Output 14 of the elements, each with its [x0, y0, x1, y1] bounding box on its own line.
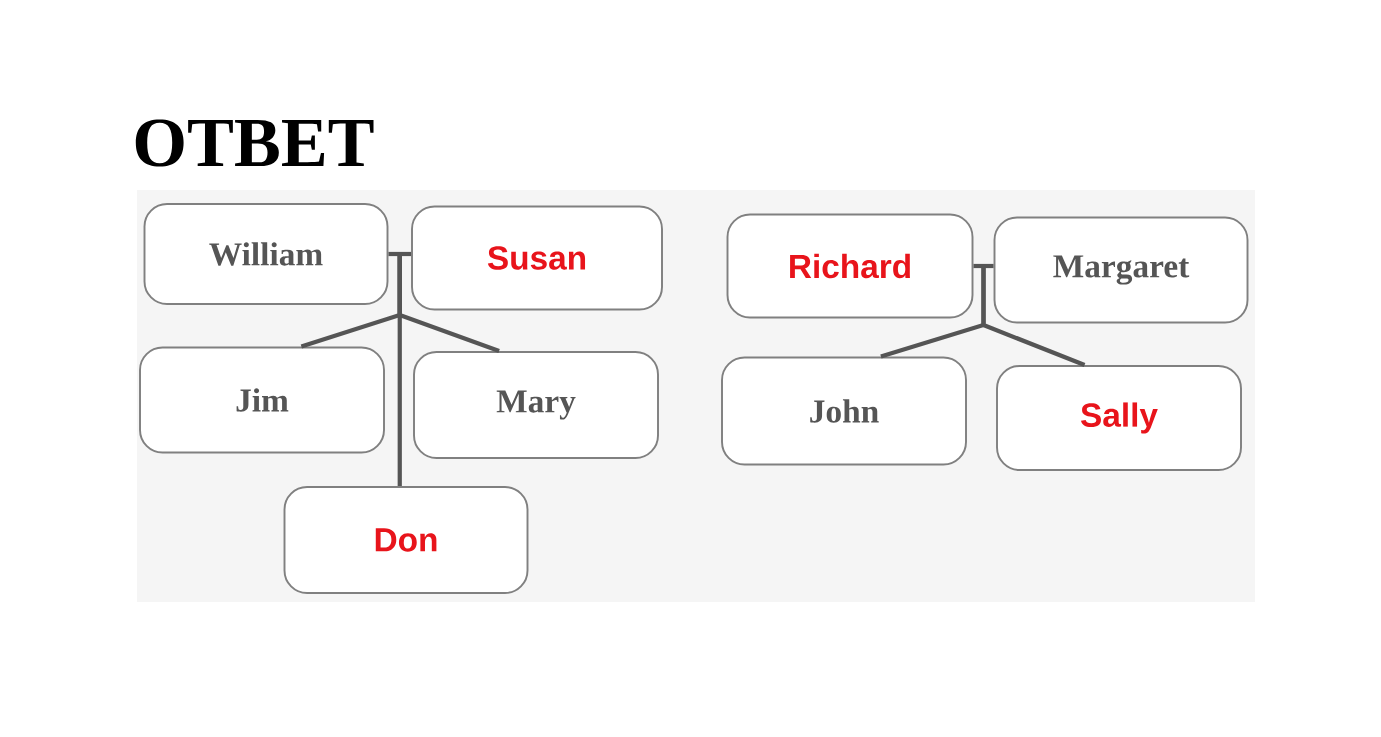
name-box: Jim	[139, 346, 385, 454]
name-box: Sally	[996, 365, 1242, 471]
title: ОТВЕТ	[135, 119, 374, 167]
name-box: Richard	[726, 213, 974, 319]
name-box: Margaret	[993, 216, 1249, 324]
name-box: John	[721, 356, 967, 466]
marriage-line	[973, 263, 994, 269]
name-box: Susan	[411, 205, 663, 311]
family-line	[981, 268, 1086, 367]
family-line	[397, 256, 402, 487]
name-box: Don	[283, 486, 529, 594]
name-box: William	[143, 203, 389, 305]
name-box: Mary	[413, 351, 659, 459]
marriage-line	[388, 251, 412, 257]
